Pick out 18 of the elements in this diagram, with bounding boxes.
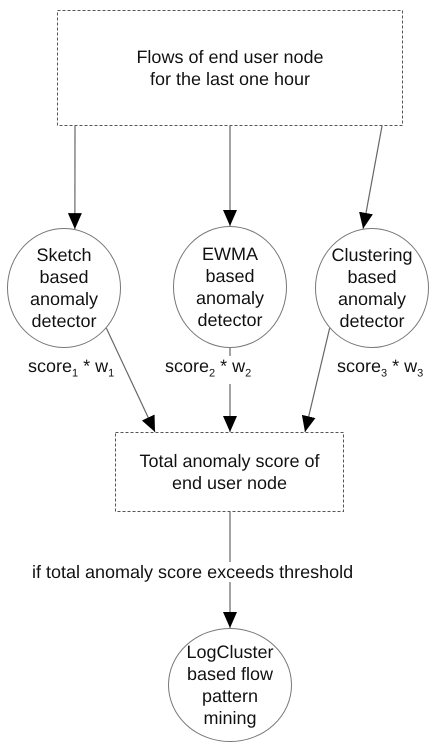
process-ellipse xyxy=(7,228,121,348)
process-ellipse xyxy=(173,226,287,348)
process-box xyxy=(115,432,344,512)
node-label: Total anomaly score of end user node xyxy=(138,450,321,494)
arrow xyxy=(106,328,156,432)
node-label: EWMA based anomaly detector xyxy=(194,243,266,331)
arrow xyxy=(68,126,82,230)
process-ellipse xyxy=(168,628,292,742)
node-label: Sketch based anomaly detector xyxy=(28,244,100,332)
process-ellipse xyxy=(315,228,429,348)
arrow xyxy=(302,328,330,432)
process-box xyxy=(57,10,403,126)
arrow xyxy=(223,126,237,226)
node-label: Flows of end user node for the last one hour xyxy=(135,46,325,90)
edge-label: score$_{2}$ * w$_{2}$ xyxy=(163,356,254,384)
arrow xyxy=(359,126,383,229)
node-label: Clustering based anomaly detector xyxy=(330,244,414,332)
node-label: LogCluster based flow pattern mining xyxy=(185,641,275,729)
